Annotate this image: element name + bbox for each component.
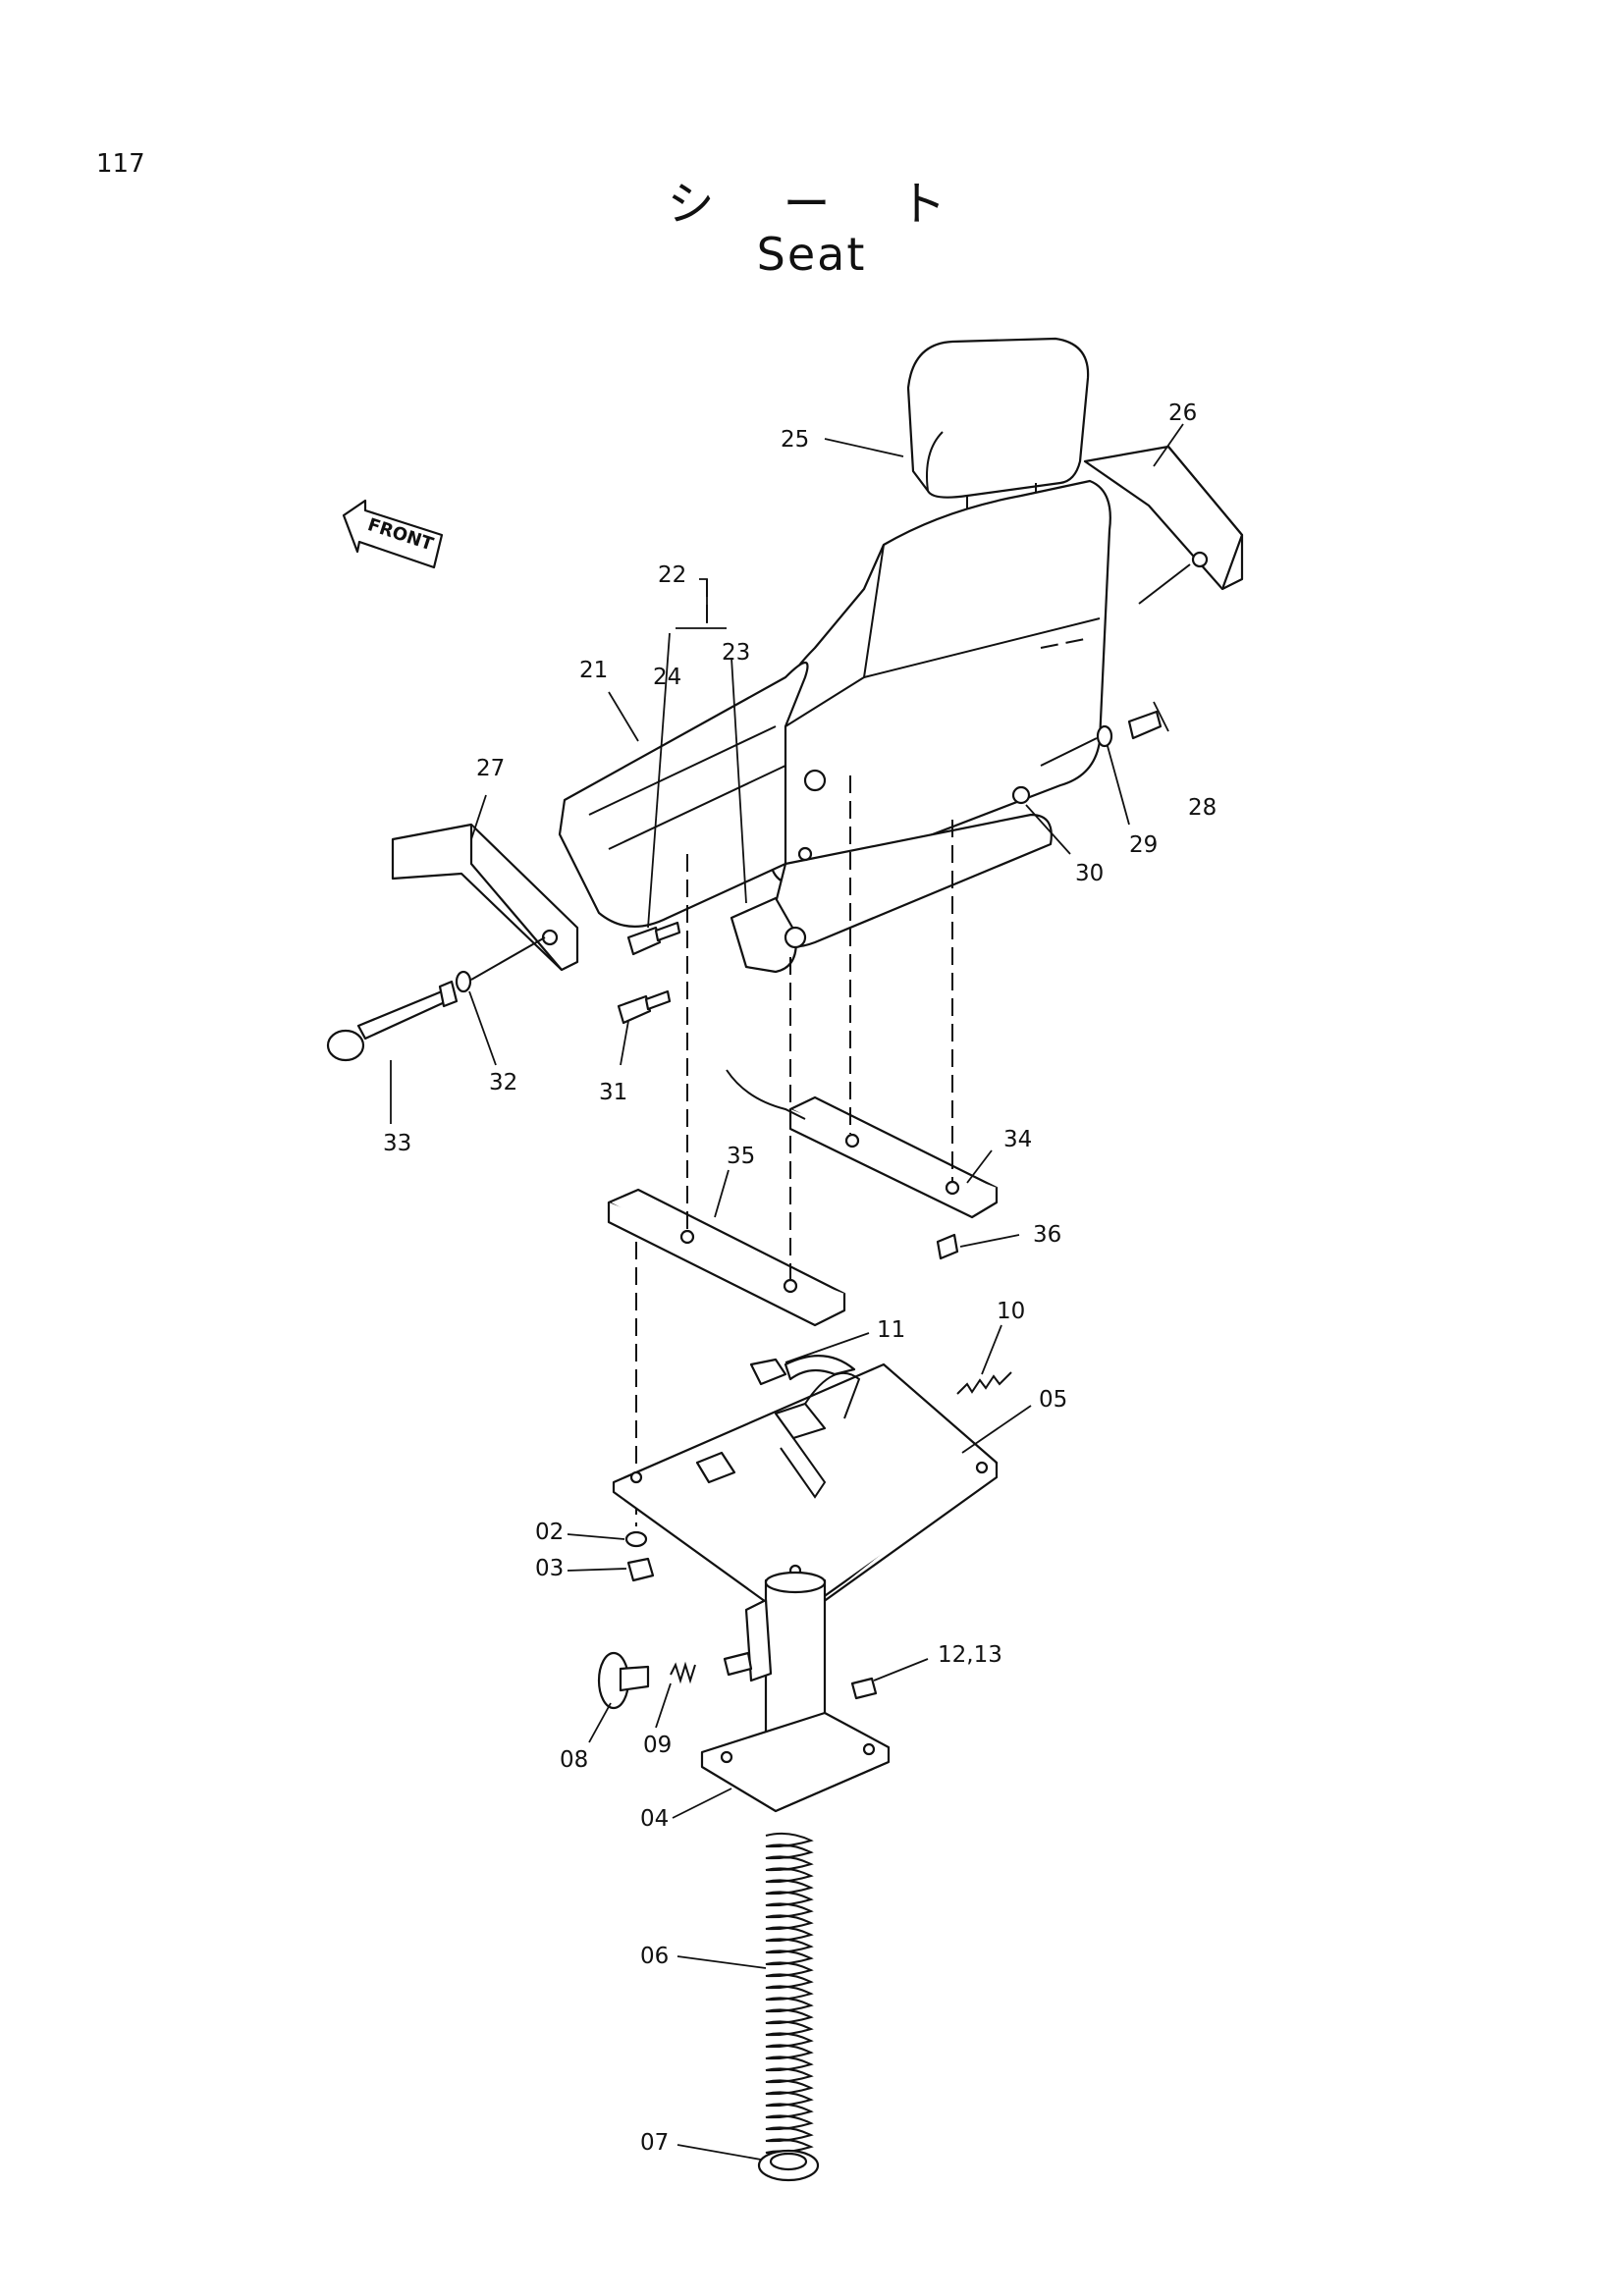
bolts <box>617 710 1163 1025</box>
stud-bolt <box>723 1651 753 1677</box>
callout-22: 22 <box>658 562 686 588</box>
bolt-12-13 <box>850 1677 878 1700</box>
washer-02 <box>624 1530 648 1548</box>
nut-03 <box>626 1557 655 1582</box>
callout-08: 08 <box>560 1747 588 1773</box>
spring-09 <box>670 1661 696 1684</box>
callout-02: 02 <box>535 1520 564 1545</box>
column-post <box>700 1571 891 1813</box>
return-spring <box>956 1371 1012 1395</box>
seat-cushion <box>558 661 1053 948</box>
release-lever <box>749 1355 856 1386</box>
callout-34: 34 <box>1003 1127 1032 1152</box>
callout-30: 30 <box>1075 861 1104 886</box>
callout-10: 10 <box>997 1299 1025 1324</box>
callout-03: 03 <box>535 1556 564 1581</box>
callout-04: 04 <box>640 1806 669 1832</box>
seat-frame <box>730 769 1031 974</box>
callout-31: 31 <box>599 1080 627 1105</box>
seat-rail-left <box>607 1188 846 1327</box>
callout-09: 09 <box>643 1733 672 1758</box>
callout-32: 32 <box>489 1070 517 1095</box>
coil-spring <box>765 1832 814 2166</box>
page-number: 117 <box>96 149 145 179</box>
base-plate <box>612 1362 999 1622</box>
callout-27: 27 <box>476 756 505 781</box>
callout-28: 28 <box>1188 795 1217 821</box>
callout-21: 21 <box>579 658 608 683</box>
callout-35: 35 <box>727 1144 755 1169</box>
callout-labels: 25 26 22 23 24 21 27 28 29 30 31 32 33 3… <box>383 400 1217 2156</box>
callout-36: 36 <box>1033 1222 1061 1248</box>
callout-05: 05 <box>1039 1387 1067 1413</box>
title-japanese: シート <box>667 177 1015 232</box>
callout-24: 24 <box>653 665 681 690</box>
screw-36 <box>936 1233 959 1260</box>
spring-seat-07 <box>757 2149 820 2182</box>
leader-lines <box>390 423 1184 2161</box>
pivot-bolt <box>326 936 546 1062</box>
callout-06: 06 <box>640 1944 669 1969</box>
title-english: Seat <box>756 228 867 281</box>
callout-07: 07 <box>640 2130 669 2156</box>
callout-11: 11 <box>877 1317 905 1343</box>
front-arrow-icon: FRONT <box>342 499 444 569</box>
callout-25: 25 <box>781 427 809 453</box>
armrest-right <box>1083 445 1244 605</box>
seat-rail-right <box>726 1069 999 1219</box>
callout-23: 23 <box>722 640 750 666</box>
armrest-left <box>391 823 579 972</box>
callout-29: 29 <box>1129 832 1158 858</box>
adjust-knob <box>597 1651 650 1710</box>
callout-26: 26 <box>1168 400 1197 426</box>
callout-33: 33 <box>383 1131 411 1156</box>
callout-12-13: 12,13 <box>938 1642 1002 1668</box>
backrest <box>769 479 1111 885</box>
